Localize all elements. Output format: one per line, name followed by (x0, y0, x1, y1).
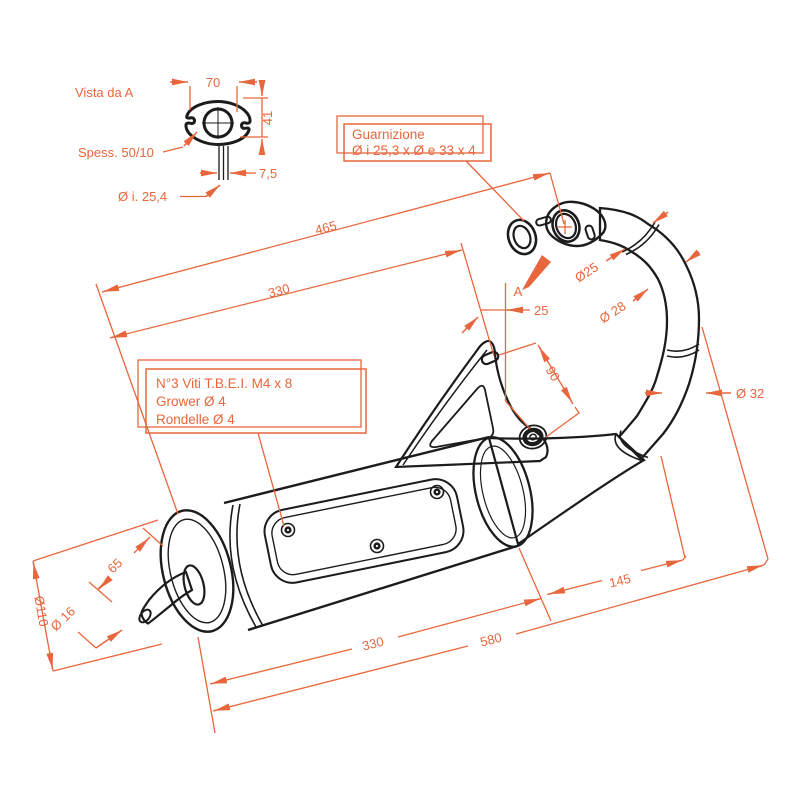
tail-pipe (140, 570, 194, 625)
body-seam (229, 503, 264, 628)
gasket (506, 218, 538, 256)
tail-end-cap-lip (167, 518, 227, 624)
dim-dia28: Ø 28 (597, 249, 701, 326)
bracket-grommet (518, 424, 548, 450)
flange-section-view (184, 99, 252, 180)
dim-145: 145 (546, 555, 687, 596)
dim-dia16: Ø 16 (48, 604, 123, 649)
mounting-bracket (393, 339, 549, 469)
screw (280, 522, 296, 538)
svg-text:A: A (514, 284, 523, 299)
svg-text:Guarnizione: Guarnizione (352, 127, 425, 142)
svg-text:Spess. 50/10: Spess. 50/10 (78, 145, 154, 160)
ext-inlet-plane (518, 547, 552, 622)
ext-tail-plane (197, 636, 216, 734)
dim-flange-width: 70 (170, 75, 257, 112)
svg-text:Ø i 25,3 x Ø e 33 x 4: Ø i 25,3 x Ø e 33 x 4 (352, 143, 476, 158)
svg-text:Ø 16: Ø 16 (48, 604, 79, 634)
muffler-body-edges (223, 435, 518, 632)
dim-dia25: Ø25 (572, 210, 669, 285)
thickness-section-lines (218, 146, 229, 180)
screws-callout: N°3 Viti T.B.E.I. M4 x 8 Grower Ø 4 Rond… (137, 359, 367, 527)
bracket-grommet-ring (522, 427, 544, 447)
flange-ear-slot-right (584, 224, 596, 241)
cover-panel-inner (271, 486, 457, 576)
svg-text:Ø i. 25,4: Ø i. 25,4 (118, 189, 167, 204)
flange-bore (551, 209, 581, 243)
inlet-end-cap-lip (479, 445, 527, 539)
view-direction-arrow: A (514, 255, 551, 299)
dim-330-top: 330 (109, 242, 495, 357)
dim-dia32: Ø 32 (645, 386, 764, 401)
svg-text:145: 145 (608, 571, 633, 591)
cover-panel (263, 478, 465, 584)
svg-text:41: 41 (260, 111, 275, 125)
screw (429, 484, 445, 500)
label-thickness: Spess. 50/10 (78, 131, 198, 160)
dim-flange-height: 41 (240, 80, 275, 155)
weld-ring-upper (621, 221, 660, 256)
svg-text:N°3 Viti T.B.E.I. M4 x 8: N°3 Viti T.B.E.I. M4 x 8 (156, 376, 292, 391)
weld-ring-middle (666, 343, 700, 358)
dim-465: 465 (95, 172, 565, 515)
svg-text:Grower Ø 4: Grower Ø 4 (156, 394, 226, 409)
dim-90: 90 (498, 342, 580, 438)
svg-text:65: 65 (104, 555, 125, 576)
dim-580: 580 (212, 558, 769, 712)
dimensions: Vista da A 70 41 7,5 Spess. 50/10 (31, 75, 769, 734)
svg-text:Ø110: Ø110 (31, 595, 51, 628)
flange-ear-slot-left (535, 215, 552, 227)
label-inner-diameter: Ø i. 25,4 (118, 184, 221, 204)
dim-25: 25 (461, 283, 548, 430)
screw (369, 538, 385, 554)
svg-text:Rondelle Ø 4: Rondelle Ø 4 (156, 412, 235, 427)
tail-end-cap (159, 509, 235, 633)
svg-text:25: 25 (534, 303, 548, 318)
bracket-slot-hole (480, 350, 500, 366)
tail-pipe-opening (138, 608, 152, 624)
exhaust-flange (535, 200, 607, 248)
svg-text:Ø 28: Ø 28 (597, 298, 629, 326)
bracket-edge-line (402, 349, 488, 466)
svg-text:Ø25: Ø25 (572, 259, 601, 285)
dim-330-bottom: 330 (209, 597, 542, 685)
bracket-grommet-center (529, 433, 537, 441)
svg-text:90: 90 (543, 364, 563, 384)
svg-text:70: 70 (206, 75, 220, 90)
header-pipe (598, 206, 701, 461)
dim-slot-width: 7,5 (200, 166, 277, 181)
svg-text:580: 580 (479, 630, 504, 650)
ext-pipe-outer-plane (701, 326, 769, 560)
dim-dia110: Ø110 (31, 519, 163, 672)
svg-text:7,5: 7,5 (259, 166, 277, 181)
line-art (138, 99, 701, 633)
svg-text:465: 465 (313, 218, 338, 238)
ext-bend-plane (660, 455, 686, 559)
bore-center-mark (558, 220, 572, 234)
panel-screws (280, 484, 445, 554)
svg-text:330: 330 (361, 634, 386, 654)
crosshair (202, 107, 234, 139)
bracket-window (429, 384, 495, 449)
view-label: Vista da A (75, 85, 134, 100)
weld-ring-cone (614, 430, 649, 462)
svg-text:Ø 32: Ø 32 (736, 386, 764, 401)
svg-text:330: 330 (266, 281, 291, 301)
outlet-hole (182, 564, 206, 606)
gasket-callout: Guarnizione Ø i 25,3 x Ø e 33 x 4 (336, 115, 525, 222)
